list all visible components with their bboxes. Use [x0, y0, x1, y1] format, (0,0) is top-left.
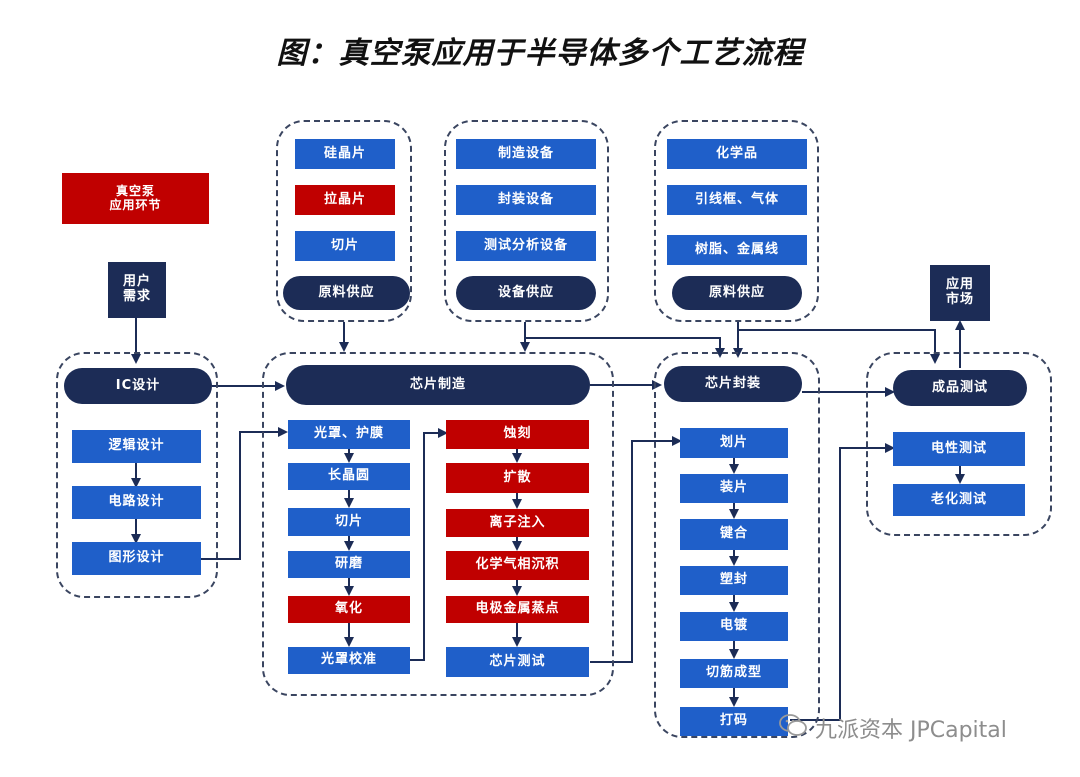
mfg-step-grinding: 研磨 — [288, 551, 410, 578]
supply-item-leadframe-gas: 引线框、气体 — [667, 185, 807, 215]
mfg-step-chip-test: 芯片测试 — [446, 647, 589, 677]
pkg-step-die-attach: 装片 — [680, 474, 788, 503]
final-test-header: 成品测试 — [893, 370, 1027, 406]
test-step-aging: 老化测试 — [893, 484, 1025, 516]
application-market-box: 应用 市场 — [930, 265, 990, 321]
mfg-step-mask-pellicle: 光罩、护膜 — [288, 420, 410, 449]
ic-design-header: IC设计 — [64, 368, 212, 404]
mfg-step-electrode-metal-evaporation: 电极金属蒸点 — [446, 596, 589, 623]
mfg-step-ion-implantation: 离子注入 — [446, 509, 589, 537]
user-demand-box: 用户 需求 — [108, 262, 166, 318]
ic-step-logic-design: 逻辑设计 — [72, 430, 201, 463]
chip-packaging-header: 芯片封装 — [664, 366, 802, 402]
supply-item-manufacturing-equipment: 制造设备 — [456, 139, 596, 169]
supply-item-silicon-wafer: 硅晶片 — [295, 139, 395, 169]
mfg-step-cvd: 化学气相沉积 — [446, 551, 589, 580]
pkg-step-plating: 电镀 — [680, 612, 788, 641]
ic-step-circuit-design: 电路设计 — [72, 486, 201, 519]
supply-item-packaging-equipment: 封装设备 — [456, 185, 596, 215]
pkg-step-trim-form: 切筋成型 — [680, 659, 788, 688]
supply-footer-equipment: 设备供应 — [456, 276, 596, 310]
pkg-step-dicing: 划片 — [680, 428, 788, 458]
supply-footer-raw-material-left: 原料供应 — [283, 276, 410, 310]
arrow-supply-mid-to-packaging — [525, 337, 725, 358]
chip-manufacturing-header: 芯片制造 — [286, 365, 590, 405]
legend-vacuum-pump-application: 真空泵 应用环节 — [62, 173, 209, 224]
watermark-text: 九派资本 JPCapital — [815, 718, 1007, 743]
mfg-step-grow-wafer: 长晶圆 — [288, 463, 410, 490]
final-test-group — [866, 352, 1052, 536]
ic-step-graphic-design: 图形设计 — [72, 542, 201, 575]
mfg-step-slicing: 切片 — [288, 508, 410, 536]
page-title: 图：真空泵应用于半导体多个工艺流程 — [276, 36, 804, 71]
material-supply-group-left — [276, 120, 412, 322]
supply-item-test-equipment: 测试分析设备 — [456, 231, 596, 261]
pkg-step-marking: 打码 — [680, 707, 788, 736]
material-supply-group-right — [654, 120, 819, 322]
arrow-supply-right-to-test — [738, 329, 940, 364]
mfg-step-oxidation: 氧化 — [288, 596, 410, 623]
arrow-col1-to-col2 — [410, 428, 448, 661]
supply-footer-raw-material-right: 原料供应 — [672, 276, 802, 310]
mfg-step-mask-alignment: 光罩校准 — [288, 647, 410, 674]
supply-item-resin-metal-wire: 树脂、金属线 — [667, 235, 807, 265]
chip-packaging-group — [654, 352, 820, 738]
wechat-icon — [779, 714, 807, 736]
test-step-electrical: 电性测试 — [893, 432, 1025, 466]
mfg-step-diffusion: 扩散 — [446, 463, 589, 493]
pkg-step-bonding: 键合 — [680, 519, 788, 550]
supply-item-slice: 切片 — [295, 231, 395, 261]
pkg-step-molding: 塑封 — [680, 566, 788, 595]
equipment-supply-group — [444, 120, 609, 322]
chip-manufacturing-group — [262, 352, 614, 696]
supply-item-pulled-wafer: 拉晶片 — [295, 185, 395, 215]
mfg-step-etching: 蚀刻 — [446, 420, 589, 449]
supply-item-chemicals: 化学品 — [667, 139, 807, 169]
ic-design-group — [56, 352, 218, 598]
arrow-chiptest-to-packaging — [590, 436, 682, 663]
